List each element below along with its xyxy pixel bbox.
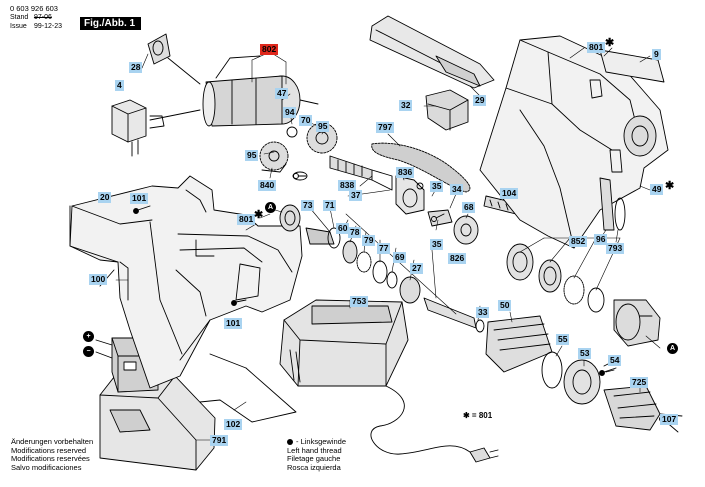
callout-100: 100 [89, 274, 108, 285]
top-cover-drawing [369, 15, 665, 131]
callout-28: 28 [129, 62, 143, 73]
callout-73: 73 [301, 200, 315, 211]
thread-legend: - Linksgewinde Left hand thread Filetage… [287, 437, 347, 472]
callout-47: 47 [275, 88, 289, 99]
callout-838: 838 [338, 180, 357, 191]
callout-33: 33 [476, 307, 490, 318]
gears-drawing [259, 122, 338, 181]
part-number: 0 603 926 603 [10, 4, 58, 13]
housing-right-drawing [479, 35, 669, 249]
callout-836: 836 [396, 167, 415, 178]
callout-32: 32 [399, 100, 413, 111]
callout-101-upper: 101 [130, 193, 149, 204]
callout-20: 20 [98, 192, 112, 203]
legend-line: Left hand thread [287, 445, 342, 455]
asterisk-icon: ✱ [254, 209, 264, 221]
callout-4: 4 [115, 80, 124, 91]
callout-35-upper: 35 [430, 181, 444, 192]
left-thread-dot-icon [287, 439, 293, 446]
switch-drawing [111, 33, 201, 157]
callout-793: 793 [606, 243, 625, 254]
callout-725: 725 [630, 377, 649, 388]
note-line: Modifications reserved [11, 445, 87, 455]
callout-95-upper: 95 [316, 121, 330, 132]
callout-71: 71 [323, 200, 337, 211]
callout-802: 802 [260, 44, 279, 55]
callout-96: 96 [594, 234, 608, 245]
callout-801-right: 801 [587, 42, 606, 53]
callout-852: 852 [569, 236, 588, 247]
callout-34: 34 [450, 184, 464, 195]
issue-label: Issue [10, 23, 27, 30]
callout-53: 53 [578, 348, 592, 359]
issue-value: 99-12-23 [33, 23, 62, 30]
callout-55: 55 [556, 334, 570, 345]
figure-label: Fig./Abb. 1 [80, 17, 142, 30]
callout-70: 70 [299, 115, 313, 126]
side-parts-drawing [506, 177, 661, 347]
belt-drawing [371, 142, 471, 193]
callout-78: 78 [348, 227, 362, 238]
callout-35-lower: 35 [430, 239, 444, 250]
callout-101-lower: 101 [224, 318, 243, 329]
callout-60: 60 [336, 223, 350, 234]
callout-94: 94 [283, 107, 297, 118]
callout-49: 49 [650, 184, 664, 195]
callout-79: 79 [362, 235, 376, 246]
callout-9: 9 [652, 49, 661, 60]
callout-54: 54 [608, 355, 622, 366]
callout-791: 791 [210, 435, 229, 446]
marker-a-icon: A [265, 202, 276, 213]
callout-37: 37 [349, 190, 363, 201]
callout-27: 27 [410, 263, 424, 274]
callout-68: 68 [462, 202, 476, 213]
callout-77: 77 [377, 243, 391, 254]
asterisk-icon: ✱ [605, 37, 615, 49]
callout-107: 107 [660, 414, 679, 425]
washers-drawing [279, 204, 485, 333]
marker-a-icon: A [667, 343, 678, 354]
callout-840: 840 [258, 180, 277, 191]
stand-label: Stand [10, 14, 29, 21]
note-line: Modifications reservées [11, 454, 90, 464]
callout-50: 50 [498, 300, 512, 311]
callout-753: 753 [350, 296, 369, 307]
charger-drawing [279, 299, 499, 463]
callout-104: 104 [500, 188, 519, 199]
callout-69: 69 [393, 252, 407, 263]
asterisk-icon: ✱ [665, 180, 675, 192]
modification-notes: Änderungen vorbehalten Modifications res… [11, 437, 94, 472]
chuck-drawing [485, 315, 683, 431]
leader-lines [115, 47, 661, 441]
document-header: 0 603 926 603 Stand 97-06 Issue 99-12-23 [10, 4, 62, 31]
legend-line: Rosca izquierda [287, 462, 341, 472]
stand-value-old: 97-06 [33, 14, 52, 21]
note-line: Änderungen vorbehalten [11, 437, 94, 446]
minus-terminal-icon: − [83, 346, 94, 357]
callout-102: 102 [224, 419, 243, 430]
asterisk-note: ✱ = 801 [463, 411, 493, 420]
callout-29: 29 [473, 95, 487, 106]
note-line: Salvo modificaciones [11, 462, 82, 472]
callout-95-left: 95 [245, 150, 259, 161]
callout-797: 797 [376, 122, 395, 133]
callout-826: 826 [448, 253, 467, 264]
plus-terminal-icon: + [83, 331, 94, 342]
legend-line: - Linksgewinde [296, 437, 347, 446]
legend-line: Filetage gauche [287, 454, 341, 464]
callout-801-left: 801 [237, 214, 256, 225]
